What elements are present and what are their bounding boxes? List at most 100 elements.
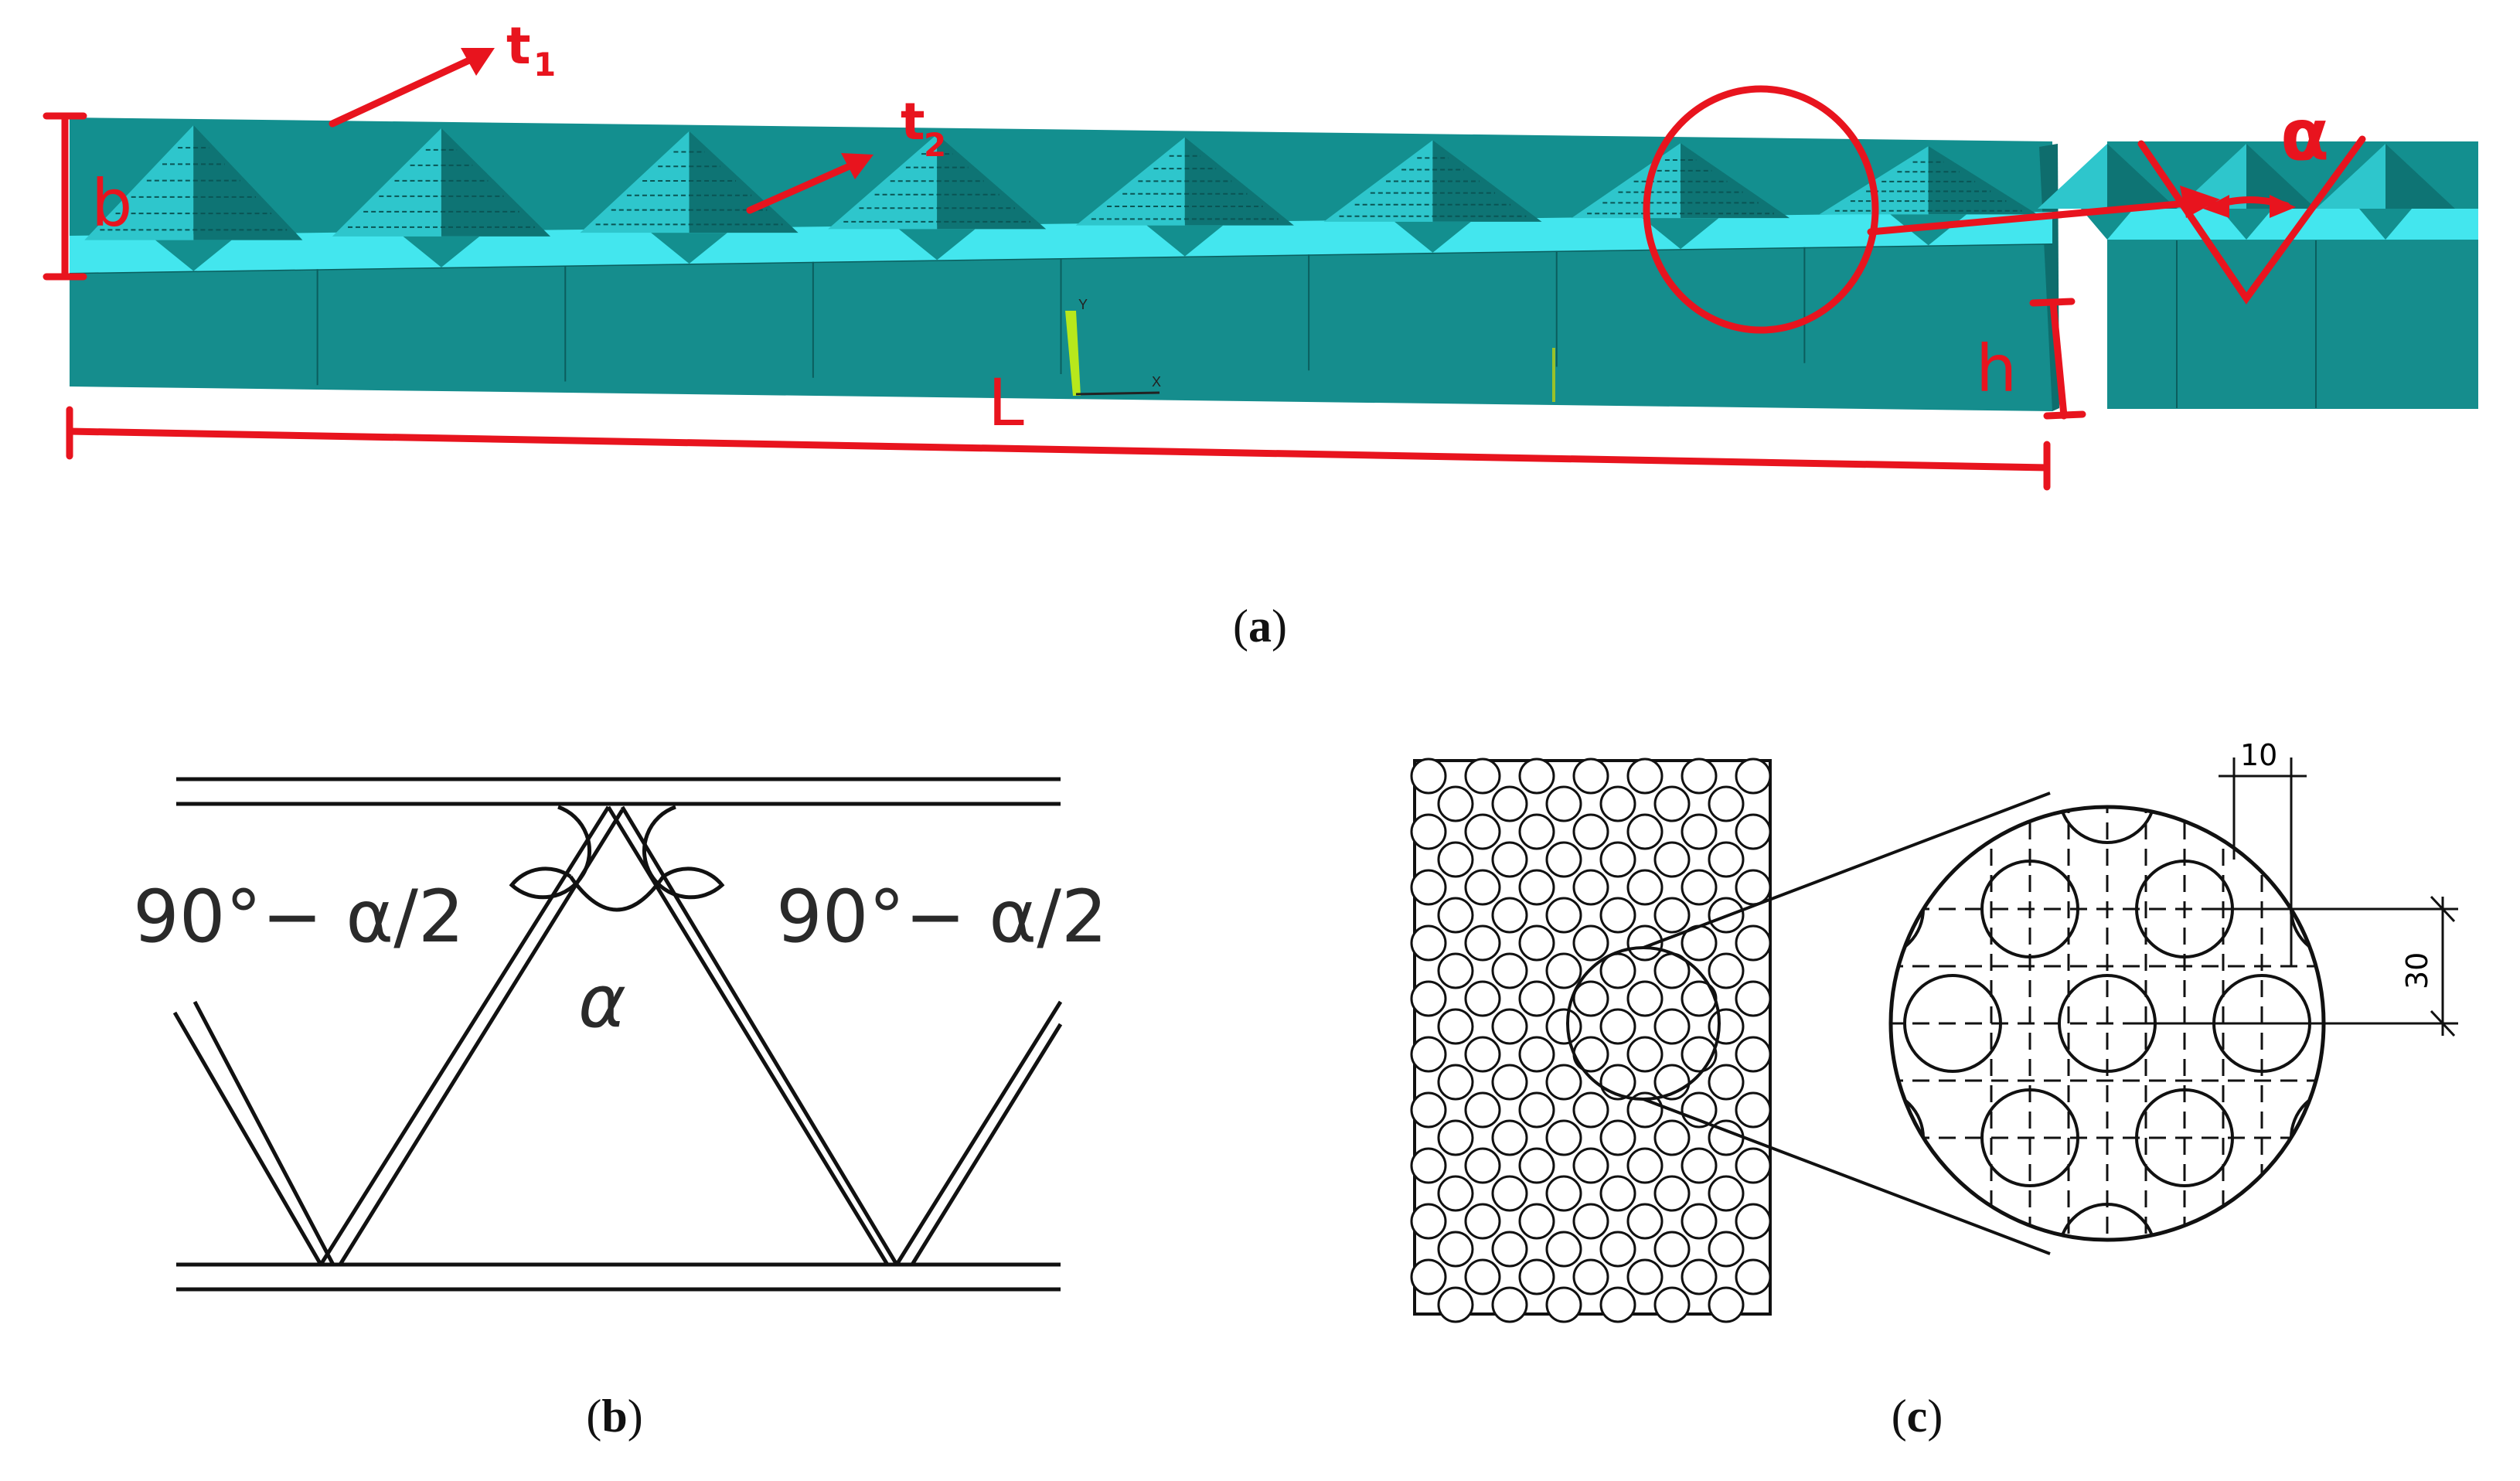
svg-text:X: X — [1152, 374, 1161, 390]
plate-hole — [1464, 1258, 1501, 1295]
plate-hole — [1518, 980, 1555, 1017]
pyramid-face-right — [689, 131, 799, 233]
panel-b: 90°− α/2 90°− α/2 α (b) — [133, 777, 1108, 1442]
plate-hole — [1599, 1119, 1636, 1156]
plate-hole — [1545, 1008, 1582, 1045]
right-angle-arc — [642, 805, 725, 900]
plate-hole — [1410, 1091, 1447, 1129]
plate-hole — [1572, 869, 1609, 906]
h-label: h — [1976, 331, 2017, 407]
plate-hole — [1599, 1231, 1636, 1268]
plate-hole — [1708, 1064, 1745, 1101]
plate-hole — [1437, 1008, 1474, 1045]
left-angle-arc — [509, 805, 592, 900]
detail-pyramid-right — [2385, 144, 2455, 209]
plate-hole — [1518, 1147, 1555, 1184]
plate-hole — [1735, 1147, 1772, 1184]
plate-hole — [1708, 1231, 1745, 1268]
plate-hole — [1572, 924, 1609, 962]
plate-hole — [1681, 758, 1718, 795]
plate-hole — [1437, 841, 1474, 878]
plate-hole — [1653, 1008, 1691, 1045]
svg-text:Y: Y — [1078, 297, 1088, 312]
h-dimension-line — [2049, 299, 2068, 420]
plate-hole — [1653, 897, 1691, 934]
plate-hole — [1708, 841, 1745, 878]
plate-hole — [1653, 785, 1691, 822]
segment-lines — [316, 247, 1806, 386]
plate-hole — [1491, 841, 1528, 878]
L-label: L — [988, 365, 1024, 441]
plate-hole — [1491, 1064, 1528, 1101]
plate-hole — [1464, 1091, 1501, 1129]
core-triangle — [1146, 225, 1224, 257]
plate-hole — [1681, 813, 1718, 850]
plate-hole — [1464, 980, 1501, 1017]
pyramid-face-right — [1184, 137, 1294, 226]
core-triangle — [155, 240, 232, 271]
plate-hole — [1653, 1175, 1691, 1212]
plate-hole — [1626, 1203, 1664, 1240]
detail-hole — [1903, 1203, 2002, 1240]
angle-left-label: 90°− α/2 — [133, 875, 465, 959]
detail-pyramid-right — [2246, 144, 2316, 209]
plate-hole — [1437, 1119, 1474, 1156]
plate-hole — [1464, 1147, 1501, 1184]
plate-hole — [1572, 758, 1609, 795]
caption-c: (c) — [1892, 1391, 1943, 1442]
detail-hole — [1891, 860, 1925, 958]
alpha-label-b: α — [578, 960, 626, 1044]
plate-hole — [1518, 1203, 1555, 1240]
plate-hole — [1572, 813, 1609, 850]
plate-hole — [1708, 1008, 1745, 1045]
zoom-line-top — [1643, 792, 2051, 949]
plate-hole — [1599, 841, 1636, 878]
plate-hole — [1599, 1175, 1636, 1212]
detail-pyramid-right — [2107, 144, 2177, 209]
sandwich-beam-model — [69, 117, 2059, 411]
plate-hole — [1410, 1147, 1447, 1184]
pyramid-face-left — [1819, 146, 1929, 215]
plate-hole — [1545, 1175, 1582, 1212]
detail-pyramid-left — [2316, 144, 2385, 209]
plate-hole — [1437, 1175, 1474, 1212]
pyramid-face-left — [580, 131, 690, 233]
detail-core-triangle — [2359, 209, 2412, 240]
plate-hole — [1545, 1286, 1582, 1323]
plate-hole — [1518, 1091, 1555, 1129]
pyramid-face-right — [937, 134, 1047, 230]
plate-hole — [1572, 1036, 1609, 1073]
angle-right-label: 90°− α/2 — [776, 875, 1108, 959]
plate-hole — [1491, 1175, 1528, 1212]
detail-hole — [1903, 807, 2002, 844]
plate-hole — [1681, 1147, 1718, 1184]
plate-hole — [1464, 1203, 1501, 1240]
caption-a: (a) — [1233, 601, 1287, 652]
detail-hole — [2368, 747, 2464, 843]
dim-pitch-label: 30 — [2400, 952, 2434, 989]
plate-hole — [1437, 1231, 1474, 1268]
plate-hole — [1708, 952, 1745, 989]
plate-hole — [1599, 897, 1636, 934]
t2-arrow — [746, 158, 862, 214]
pyramid-face-left — [84, 124, 194, 240]
plate-hole — [1626, 813, 1664, 850]
plate-hole — [1572, 980, 1609, 1017]
detail-zoom-panel — [2038, 141, 2478, 409]
dimension-annotations — [2130, 758, 2458, 1037]
plate-hole — [1599, 1008, 1636, 1045]
zoom-line-bottom — [1643, 1098, 2051, 1255]
plate-hole — [1708, 1286, 1745, 1323]
plate-hole — [1464, 924, 1501, 962]
detail-hole — [1891, 1088, 1925, 1187]
plate-hole — [1599, 785, 1636, 822]
plate-hole — [1545, 1064, 1582, 1101]
annotations — [43, 48, 2366, 491]
plate-hole — [1410, 924, 1447, 962]
plate-hole — [1518, 1258, 1555, 1295]
plate-hole — [1410, 1036, 1447, 1073]
plate-hole — [1410, 758, 1447, 795]
plate-hole — [1735, 869, 1772, 906]
L-dimension-line — [66, 427, 2051, 472]
